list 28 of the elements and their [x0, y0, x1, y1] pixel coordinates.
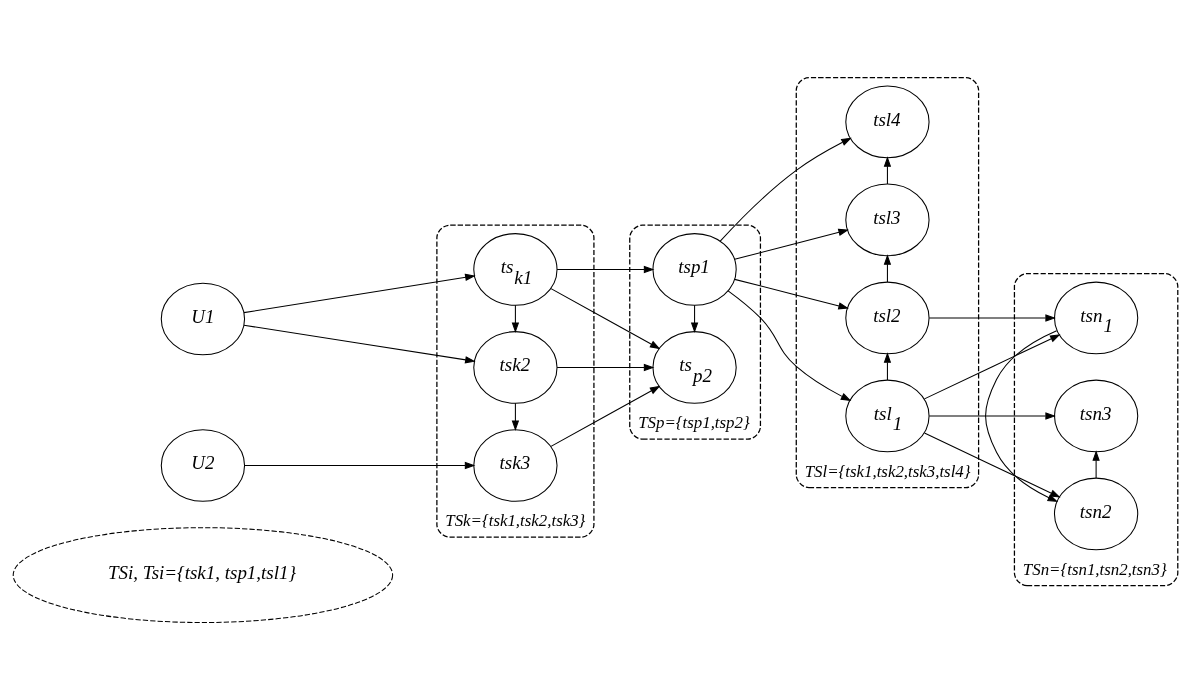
arrow [923, 432, 1061, 498]
arrow [243, 273, 476, 314]
arrow [923, 334, 1061, 400]
arrow [727, 290, 852, 402]
arrow [556, 265, 655, 274]
arrow [550, 288, 661, 350]
node-ellipse: tsl3 [845, 183, 930, 257]
node-ellipse: U2 [160, 429, 246, 502]
arrow [244, 461, 476, 470]
node-ellipse: TSi, Tsi={tsk1, tsp1,tsl1} [12, 527, 394, 624]
arrow [1092, 450, 1100, 479]
arrow [719, 137, 852, 242]
arrow [734, 278, 849, 310]
arrow [243, 324, 476, 364]
node-ellipse: tsp1 [652, 233, 737, 306]
arrow [734, 228, 849, 260]
arrow [928, 314, 1056, 322]
arrow [550, 385, 661, 447]
arrow [928, 412, 1056, 420]
node-ellipse: tsk3 [473, 429, 558, 502]
arrow [556, 363, 655, 372]
node-ellipse: tsl2 [845, 281, 930, 355]
node-ellipse: tsn2 [1053, 477, 1139, 551]
node-ellipse: tsn3 [1053, 379, 1139, 453]
arrow [985, 330, 1059, 502]
node-ellipse: tsk2 [473, 331, 558, 404]
node-ellipse: U1 [160, 282, 246, 356]
node-ellipse: tsl4 [845, 85, 930, 159]
